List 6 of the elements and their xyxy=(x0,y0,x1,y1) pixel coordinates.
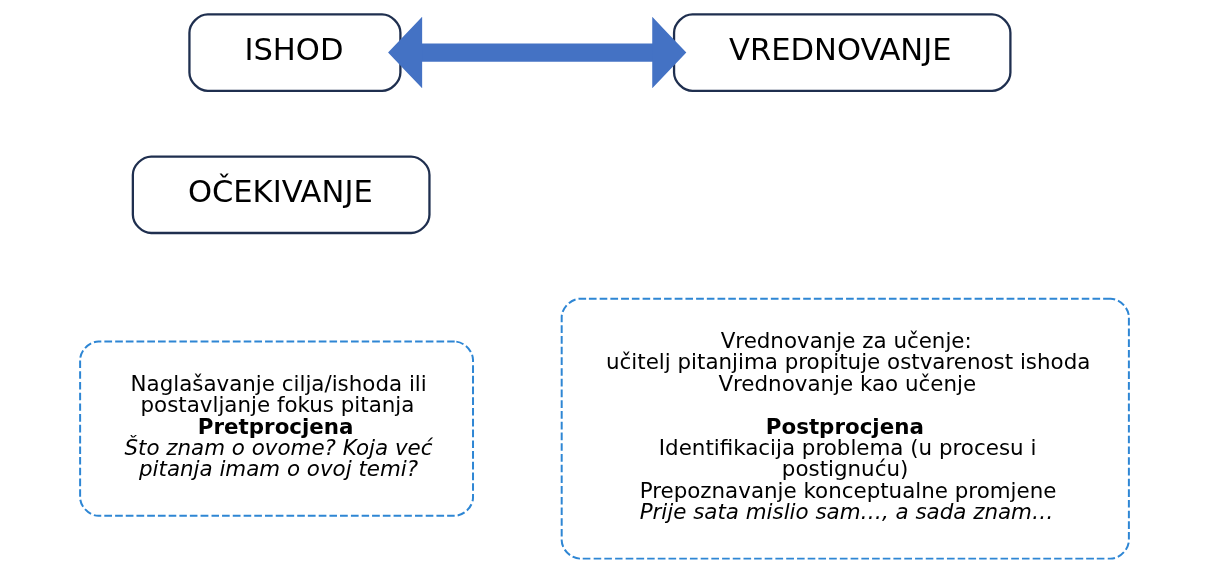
node-box: Naglašavanje cilja/ishoda ili postavljanje fokus pitanja Pretprocjena Što znam o ovome? Koja već pitanja imam o ovoj temi? xyxy=(79,340,474,517)
node-box: OČEKIVANJE xyxy=(131,155,431,235)
node-box: Vrednovanje za učenje: učitelj pitanjima propituje ostvarenost ishoda Vrednovanje kao učenje Postprocjena Identifikacija problema (u procesu i postignuću) Prepoznavanje konceptualne promjene Prije sata mislio sam…, a sada znam… xyxy=(560,297,1130,560)
node-box: VREDNOVANJE xyxy=(672,13,1012,92)
arrow xyxy=(388,16,687,89)
node-box: ISHOD xyxy=(188,13,402,92)
